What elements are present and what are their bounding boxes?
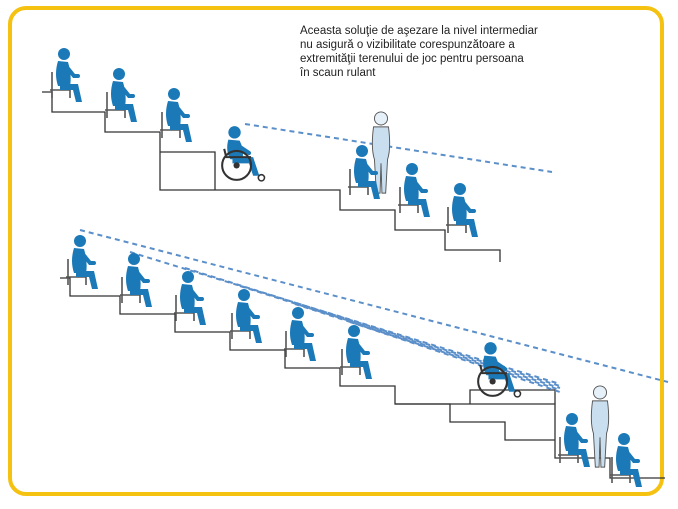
seated-spectator-icon bbox=[446, 183, 478, 237]
seated-spectator-icon bbox=[558, 413, 590, 467]
seated-spectator-icon bbox=[398, 163, 430, 217]
wheelchair-user-icon bbox=[478, 342, 520, 397]
wheelchair-user-icon bbox=[222, 126, 264, 181]
seated-spectator-icon bbox=[230, 289, 262, 343]
seated-spectator-icon bbox=[103, 66, 139, 124]
seated-spectator-icon bbox=[48, 46, 84, 104]
caption-text: Aceasta soluţie de aşezare la nivel inte… bbox=[300, 25, 538, 79]
seated-spectator-icon bbox=[340, 325, 372, 379]
seated-spectator-icon bbox=[120, 253, 152, 307]
standing-spectator-icon bbox=[371, 111, 391, 194]
seated-spectator-icon bbox=[284, 307, 316, 361]
seated-spectator-icon bbox=[66, 235, 98, 289]
seated-spectator-icon bbox=[158, 86, 194, 144]
seated-spectator-icon bbox=[610, 433, 642, 487]
standing-spectator-icon bbox=[590, 385, 610, 468]
top-tribune bbox=[42, 46, 553, 262]
bottom-tribune bbox=[60, 229, 669, 487]
seated-spectator-icon bbox=[174, 271, 206, 325]
